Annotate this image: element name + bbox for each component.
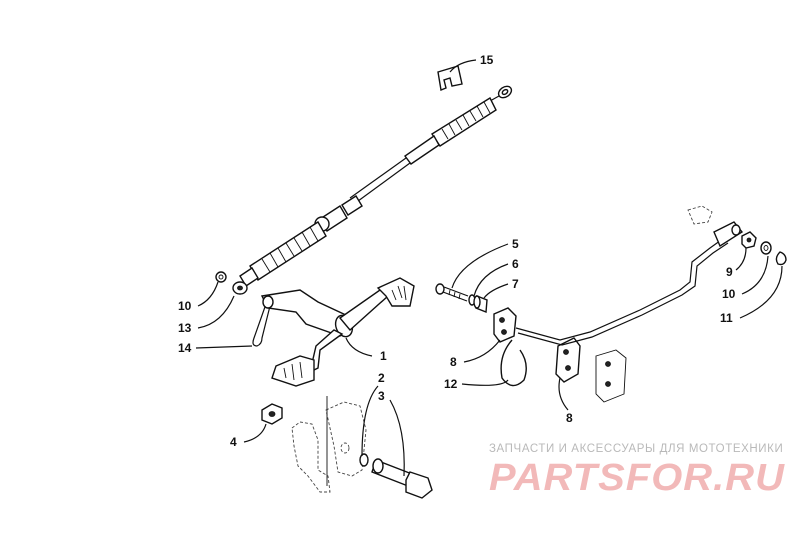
callout-9: 9 [726,265,733,279]
callout-1: 1 [380,349,387,363]
callout-6: 6 [512,257,519,271]
part-5-bolt [435,283,469,302]
callout-3: 3 [378,389,385,403]
callout-11: 11 [720,311,733,325]
part-8-bracket-right [555,337,581,383]
part-8-bracket-left [493,307,517,343]
callout-7: 7 [512,277,519,291]
part-14-cotter-pin [252,303,271,347]
callout-2: 2 [378,371,385,385]
callout-8-left: 8 [450,355,457,369]
part-4-nut [261,403,283,425]
callout-13: 13 [178,321,192,335]
callout-4: 4 [230,435,237,449]
part-13-bushing [232,281,248,295]
callout-10-right: 10 [722,287,736,301]
mounting-plate-outline [595,349,627,403]
callout-8-right: 8 [566,411,573,425]
part-11-clip [775,251,787,266]
part-10-washer-left [215,271,227,283]
rod-end-clevis [687,205,744,248]
part-2-washer [359,453,369,467]
part-7-spacer [473,294,488,314]
watermark-tagline: ЗАПЧАСТИ И АКСЕССУАРЫ ДЛЯ МОТОТЕХНИКИ [489,443,783,455]
callout-10-left: 10 [178,299,192,313]
leader-lines [195,59,783,477]
callout-12: 12 [444,377,458,391]
part-12-shift-rod [500,237,729,387]
part-1-shift-pedal [260,277,415,387]
part-15-clip [437,65,463,91]
callout-15: 15 [480,53,494,67]
frame-bracket-outline [291,396,367,493]
part-3-pivot-bolt [371,458,433,499]
part-10-washer-right [760,241,772,255]
callout-5: 5 [512,237,519,251]
watermark-logo: PARTSFOR.RU [489,457,786,499]
shift-cable [239,85,513,287]
part-9-nut [741,231,757,249]
callout-14: 14 [178,341,192,355]
